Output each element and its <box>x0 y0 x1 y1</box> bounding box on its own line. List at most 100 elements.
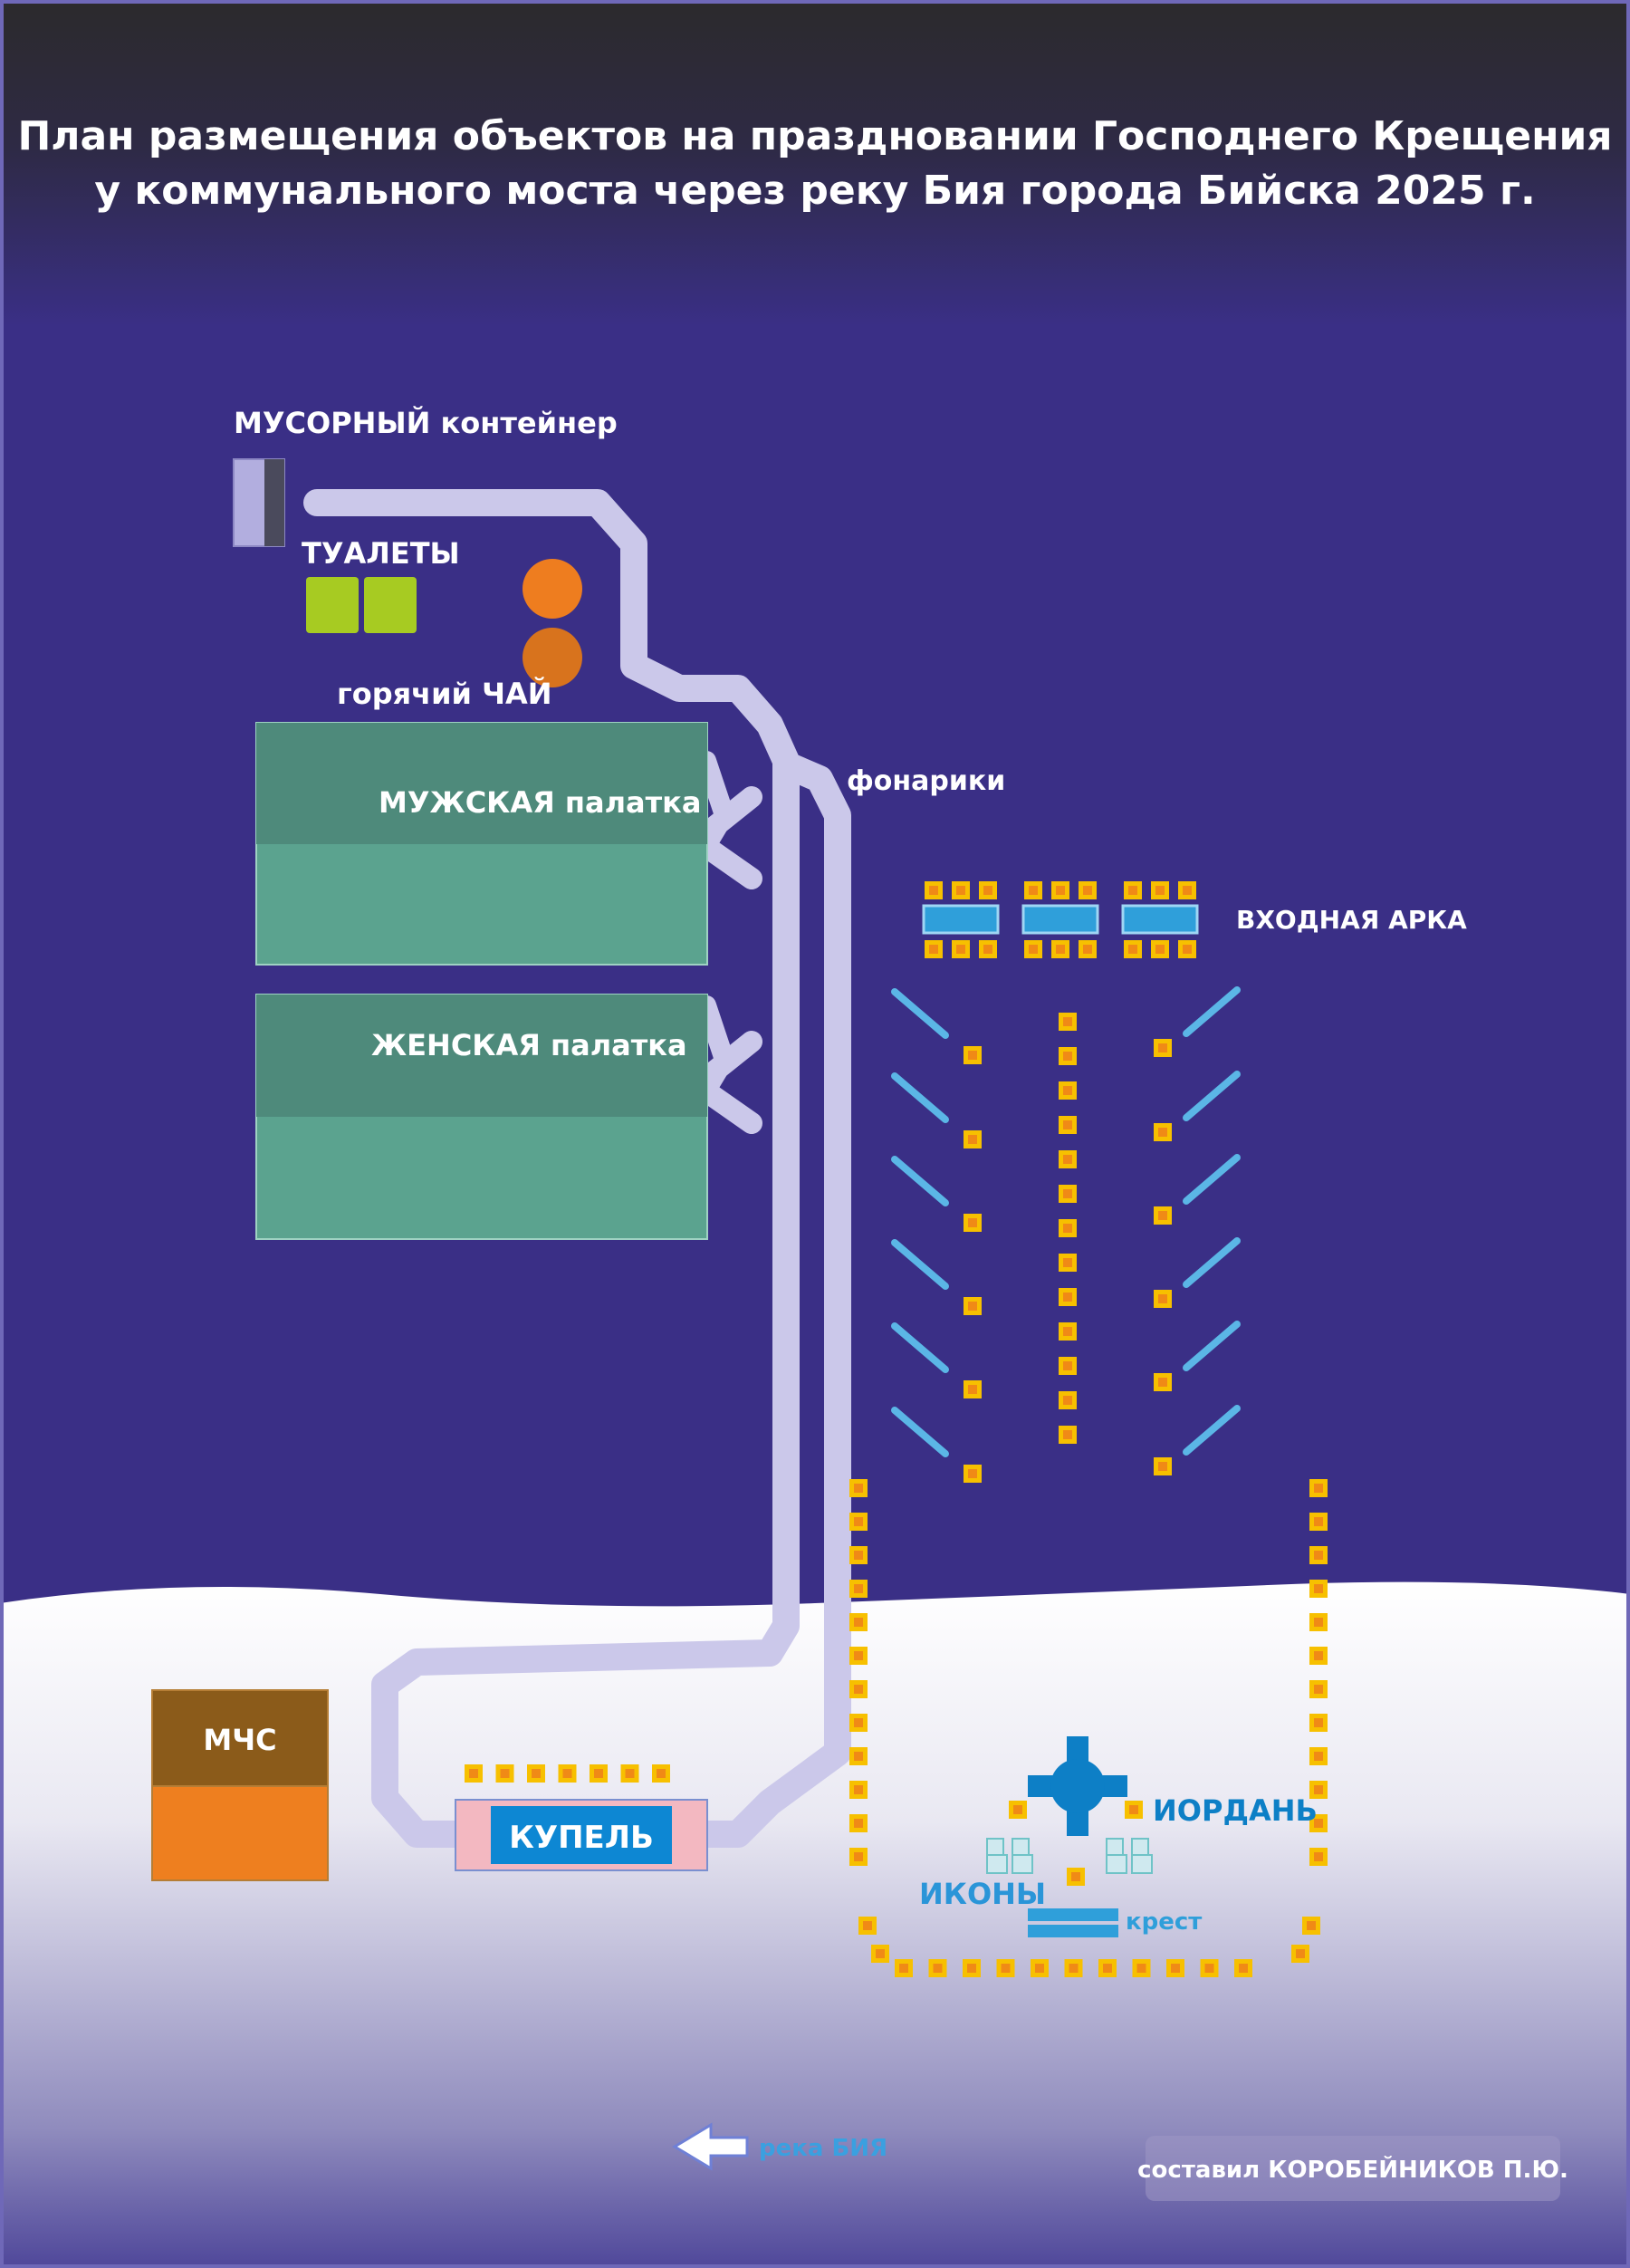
title-line-1: План размещения объектов на праздновании… <box>17 113 1612 159</box>
lantern-icon <box>849 1714 868 1732</box>
lantern-icon <box>858 1917 877 1935</box>
lantern-icon <box>1079 940 1097 958</box>
lanterns-label: фонарики <box>847 765 1005 797</box>
lantern-icon <box>1302 1917 1320 1935</box>
lantern-icon <box>849 1580 868 1598</box>
walkway-path <box>303 489 851 1848</box>
lantern-icon <box>849 1781 868 1799</box>
lantern-icon <box>1309 1513 1328 1531</box>
women-tent-label: ЖЕНСКАЯ палатка <box>371 1028 687 1062</box>
lantern-icon <box>996 1959 1015 1977</box>
lantern-icon <box>979 940 997 958</box>
lantern-icon <box>1051 881 1069 899</box>
lantern-icon <box>1309 1747 1328 1765</box>
lantern-icon <box>963 1959 981 1977</box>
lantern-icon <box>1309 1714 1328 1732</box>
lantern-icon <box>527 1764 545 1783</box>
lantern-icon <box>1309 1546 1328 1564</box>
lantern-icon <box>871 1945 889 1963</box>
lantern-icon <box>952 881 970 899</box>
river-arrow-icon <box>672 2122 749 2171</box>
lantern-icon <box>1059 1081 1077 1100</box>
lantern-icon <box>1234 1959 1252 1977</box>
hot-tea-label: горячий ЧАЙ <box>337 677 552 711</box>
lantern-icon <box>1059 1391 1077 1409</box>
title-line-2: у коммунального моста через реку Бия гор… <box>94 168 1535 214</box>
lantern-icon <box>620 1764 639 1783</box>
lantern-icon <box>1059 1357 1077 1375</box>
women-tent <box>255 994 708 1240</box>
entrance-arch <box>922 904 1199 935</box>
trash-container-icon <box>233 458 285 547</box>
lantern-icon <box>1151 881 1169 899</box>
lantern-icon <box>849 1613 868 1631</box>
cross-label: крест <box>1126 1908 1202 1936</box>
lantern-icon <box>1154 1457 1172 1475</box>
lantern-icon <box>964 1046 982 1064</box>
author-label: составил КОРОБЕЙНИКОВ П.Ю. <box>1137 2155 1568 2184</box>
lantern-icon <box>849 1647 868 1665</box>
lantern-icon <box>1051 940 1069 958</box>
side-lanterns <box>964 1039 1172 1483</box>
lantern-icon <box>652 1764 670 1783</box>
lantern-icon <box>1291 1945 1309 1963</box>
lantern-icon <box>1154 1039 1172 1057</box>
lantern-icon <box>1059 1047 1077 1065</box>
lantern-icon <box>558 1764 577 1783</box>
lantern-icon <box>1024 881 1042 899</box>
mchs-label: МЧС <box>203 1723 276 1757</box>
bench-line <box>1183 1154 1241 1205</box>
lantern-icon <box>849 1848 868 1866</box>
lantern-icon <box>925 881 943 899</box>
lantern-icon <box>849 1814 868 1832</box>
lantern-icon <box>928 1959 947 1977</box>
toilets-label: ТУАЛЕТЫ <box>302 536 460 571</box>
lantern-icon <box>964 1465 982 1483</box>
bench-line <box>891 1407 949 1457</box>
lantern-icon <box>1009 1801 1027 1819</box>
lantern-icon <box>1098 1959 1117 1977</box>
lantern-icon <box>1309 1647 1328 1665</box>
lantern-icon <box>1154 1206 1172 1225</box>
bench-line <box>891 1322 949 1373</box>
lantern-icon <box>964 1214 982 1232</box>
jordan-label: ИОРДАНЬ <box>1153 1793 1318 1828</box>
toilet-cabin-1 <box>306 577 359 633</box>
lantern-icon <box>964 1297 982 1315</box>
lantern-icon <box>1059 1288 1077 1306</box>
lantern-icon <box>1154 1123 1172 1141</box>
bench-line <box>891 1072 949 1123</box>
men-tent <box>255 722 708 966</box>
men-tent-label: МУЖСКАЯ палатка <box>379 785 701 820</box>
entrance-arch-label: ВХОДНАЯ АРКА <box>1236 905 1467 935</box>
trash-label: МУСОРНЫЙ контейнер <box>234 406 618 440</box>
lantern-icon <box>1178 940 1196 958</box>
header-band <box>0 0 1630 326</box>
lantern-icon <box>1059 1322 1077 1341</box>
lantern-icon <box>1154 1290 1172 1308</box>
lantern-icon <box>495 1764 514 1783</box>
lantern-icon <box>1309 1848 1328 1866</box>
lantern-icon <box>895 1959 913 1977</box>
lantern-icon <box>1031 1959 1049 1977</box>
mchs-station <box>151 1689 329 1881</box>
bench-line <box>1183 986 1241 1037</box>
lantern-icon <box>1309 1680 1328 1698</box>
lantern-icon <box>1309 1781 1328 1799</box>
lantern-icon <box>1166 1959 1184 1977</box>
bench-line <box>891 1239 949 1290</box>
hot-tea-icon-1 <box>523 559 582 619</box>
lantern-icon <box>1154 1373 1172 1391</box>
lantern-icon <box>979 881 997 899</box>
lantern-icon <box>1059 1116 1077 1134</box>
lantern-icon <box>1132 1959 1151 1977</box>
jordan-cross-icon <box>1028 1736 1127 1836</box>
cross-stand <box>1028 1908 1118 1937</box>
lantern-icon <box>1059 1013 1077 1031</box>
bench-line <box>1183 1237 1241 1288</box>
lantern-icon <box>952 940 970 958</box>
lantern-icon <box>1059 1254 1077 1272</box>
lantern-icon <box>849 1680 868 1698</box>
